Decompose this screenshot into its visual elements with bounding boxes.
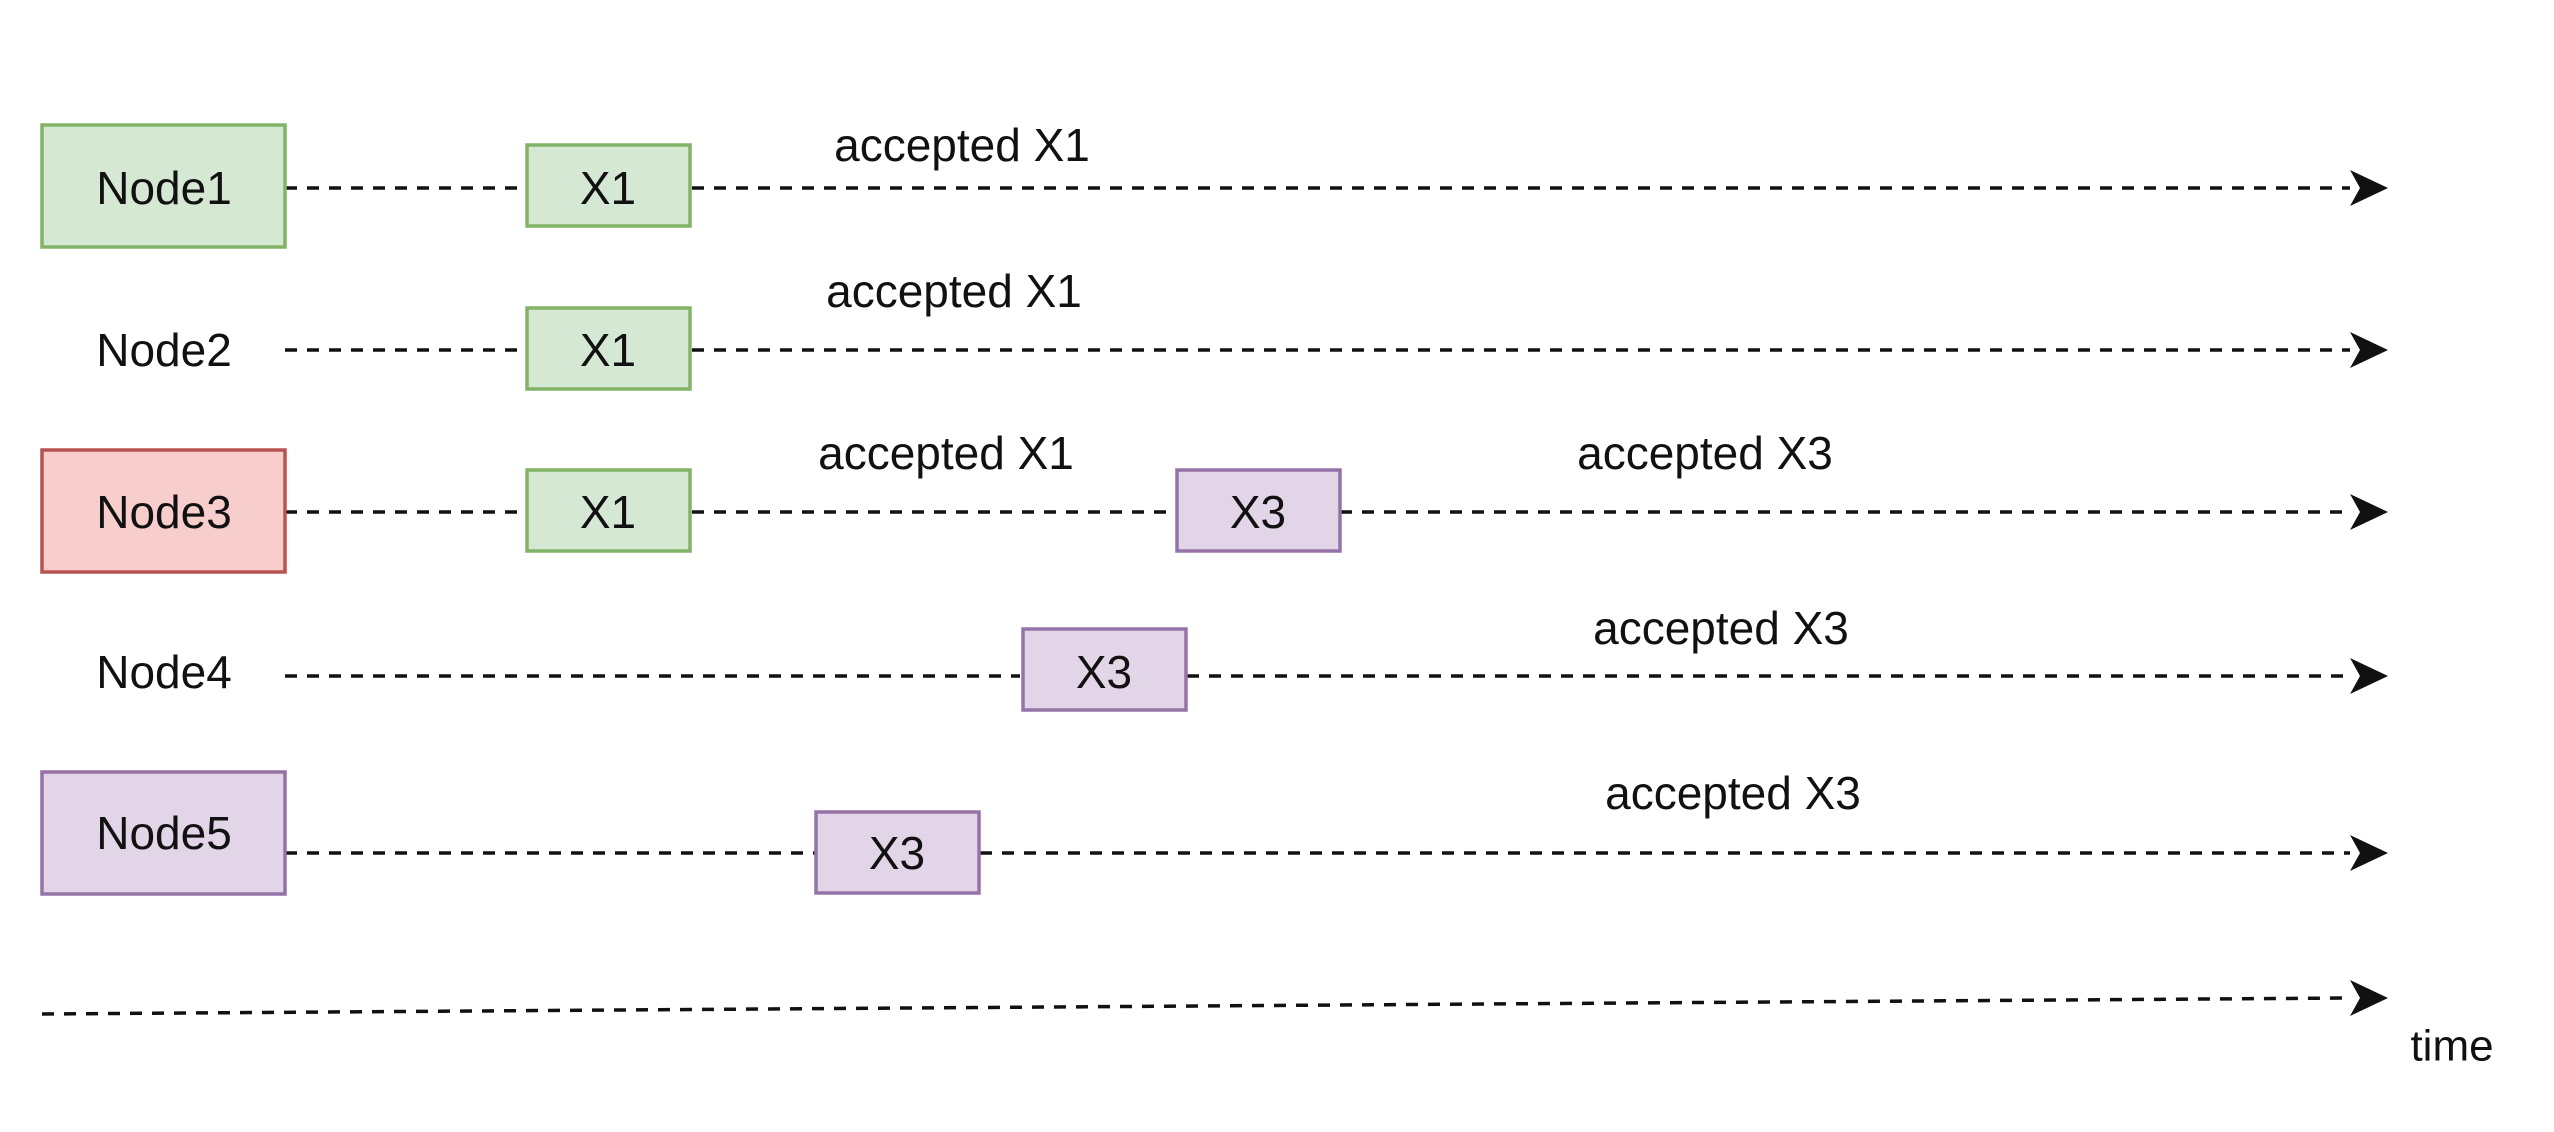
node3-x3-label: X3 xyxy=(1230,486,1286,538)
node2-accepted-label: accepted X1 xyxy=(826,265,1082,317)
node3-arrowhead xyxy=(2350,494,2388,530)
node4-accepted-label: accepted X3 xyxy=(1593,602,1849,654)
node1-x1-box[interactable] xyxy=(525,143,692,228)
node1-accepted-label: accepted X1 xyxy=(834,119,1090,171)
node2-label: Node2 xyxy=(96,324,232,376)
node1-x1-label: X1 xyxy=(580,162,636,214)
node3-accepted-x3-label: accepted X3 xyxy=(1577,427,1833,479)
node5-box[interactable] xyxy=(40,770,287,896)
node3-box[interactable] xyxy=(40,448,287,574)
node2-x1-box[interactable] xyxy=(525,306,692,391)
node1-box[interactable] xyxy=(40,123,287,249)
node2-x1-label: X1 xyxy=(580,324,636,376)
node1-arrowhead xyxy=(2350,170,2388,206)
node5-x3-box[interactable] xyxy=(814,810,981,895)
row-node1: Node1 X1 accepted X1 xyxy=(40,119,2388,249)
node3-x1-label: X1 xyxy=(580,486,636,538)
node4-label: Node4 xyxy=(96,646,232,698)
row-node4: Node4 X3 accepted X3 xyxy=(96,602,2388,712)
time-axis: time xyxy=(41,980,2494,1071)
node5-label: Node5 xyxy=(96,807,232,859)
time-axis-label: time xyxy=(2410,1022,2493,1071)
row-node2: Node2 X1 accepted X1 xyxy=(96,265,2388,391)
node3-label: Node3 xyxy=(96,486,232,538)
node3-accepted-x1-label: accepted X1 xyxy=(818,427,1074,479)
node3-x3-box[interactable] xyxy=(1175,468,1342,553)
node4-x3-box[interactable] xyxy=(1021,627,1188,712)
node5-x3-label: X3 xyxy=(869,827,925,879)
time-axis-arrowhead xyxy=(2350,980,2388,1016)
node4-x3-label: X3 xyxy=(1076,646,1132,698)
time-axis-line xyxy=(41,996,2351,1016)
node3-x1-box[interactable] xyxy=(525,468,692,553)
node4-arrowhead xyxy=(2350,658,2388,694)
node1-label: Node1 xyxy=(96,162,232,214)
node2-arrowhead xyxy=(2350,332,2388,368)
node5-arrowhead xyxy=(2350,835,2388,871)
row-node3: Node3 X1 X3 accepted X1 accepted X3 xyxy=(40,427,2388,574)
node5-accepted-label: accepted X3 xyxy=(1605,767,1861,819)
row-node5: Node5 X3 accepted X3 xyxy=(40,767,2388,896)
